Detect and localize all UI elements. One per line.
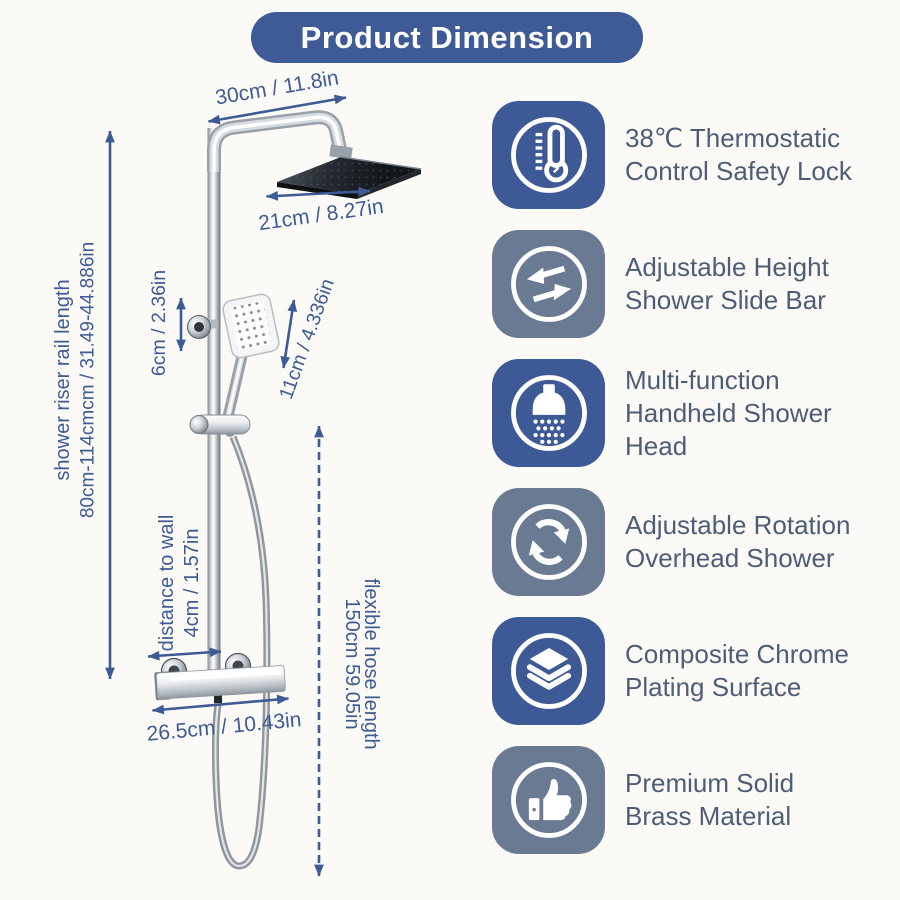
feature-brass: Premium Solid Brass Material: [492, 746, 892, 854]
swap-arrows-icon: [492, 230, 605, 338]
feature-line: Head: [625, 430, 688, 461]
feature-chrome-plating: Composite Chrome Plating Surface: [492, 617, 892, 725]
riser-length-label: shower riser rail length: [52, 279, 74, 480]
dimension-arrows: [105, 94, 371, 877]
feature-line: Handheld Shower: [625, 397, 832, 428]
flexible-hose: [211, 435, 271, 870]
title-banner: Product Dimension: [251, 12, 643, 63]
feature-text: Premium Solid Brass Material: [625, 767, 794, 833]
feature-text: 38℃ Thermostatic Control Safety Lock: [625, 122, 852, 188]
handheld-shower: [221, 293, 280, 437]
feature-line: Multi-function: [625, 364, 780, 395]
feature-line: Brass Material: [625, 801, 792, 831]
layers-icon: [492, 617, 605, 725]
hose-length-label: flexible hose length: [360, 578, 382, 749]
rotation-icon: [492, 488, 605, 596]
feature-line: Plating Surface: [625, 672, 802, 702]
feature-line: Adjustable Height: [625, 252, 829, 282]
thermometer-icon: [492, 101, 605, 209]
riser-length-value: 80cm-114cmcm / 31.49-44.886in: [78, 242, 99, 518]
handheld-length-value: 11cm / 4.336in: [275, 276, 339, 402]
feature-line: Overhead Shower: [625, 543, 835, 573]
feature-line: Adjustable Rotation: [625, 510, 851, 540]
wall-distance-arrow: [147, 647, 222, 661]
shower-head-icon: [492, 359, 605, 467]
feature-handheld: Multi-function Handheld Shower Head: [492, 359, 892, 467]
feature-text: Adjustable Height Shower Slide Bar: [625, 251, 829, 317]
thumbs-up-icon: [492, 746, 605, 854]
feature-line: Composite Chrome: [625, 639, 849, 669]
feature-line: 38℃ Thermostatic: [625, 123, 841, 153]
wall-distance-label: distance to wall: [156, 515, 178, 652]
feature-text: Multi-function Handheld Shower Head: [625, 364, 832, 463]
feature-line: Premium Solid: [625, 768, 795, 798]
feature-line: Shower Slide Bar: [625, 285, 826, 315]
thermostatic-valve: [154, 652, 286, 703]
feature-text: Composite Chrome Plating Surface: [625, 638, 849, 704]
valve-width-value: 26.5cm / 10.43in: [146, 708, 303, 746]
feature-text: Adjustable Rotation Overhead Shower: [625, 509, 850, 575]
slider-clamp: [189, 414, 251, 435]
bracket-height-value: 6cm / 2.36in: [148, 270, 170, 376]
arm-width-arrow: [207, 94, 347, 125]
head-width-value: 21cm / 8.27in: [257, 195, 385, 235]
handheld-length-arrow: [280, 299, 298, 369]
hose-length-value: 150cm 59.05in: [341, 598, 363, 729]
feature-line: Control Safety Lock: [625, 156, 852, 186]
page-title: Product Dimension: [300, 19, 594, 55]
riser-rail: [207, 128, 221, 694]
feature-rotation: Adjustable Rotation Overhead Shower: [492, 488, 892, 596]
feature-thermostatic: 38℃ Thermostatic Control Safety Lock: [492, 101, 892, 209]
valve-width-arrow: [151, 694, 290, 715]
feature-list: 38℃ Thermostatic Control Safety Lock Adj…: [492, 101, 892, 854]
head-width-arrow: [265, 186, 371, 201]
feature-slide-bar: Adjustable Height Shower Slide Bar: [492, 230, 892, 338]
wall-bracket: [187, 315, 219, 339]
wall-distance-value: 4cm / 1.57in: [181, 529, 203, 638]
arm-width-value: 30cm / 11.8in: [214, 66, 341, 109]
